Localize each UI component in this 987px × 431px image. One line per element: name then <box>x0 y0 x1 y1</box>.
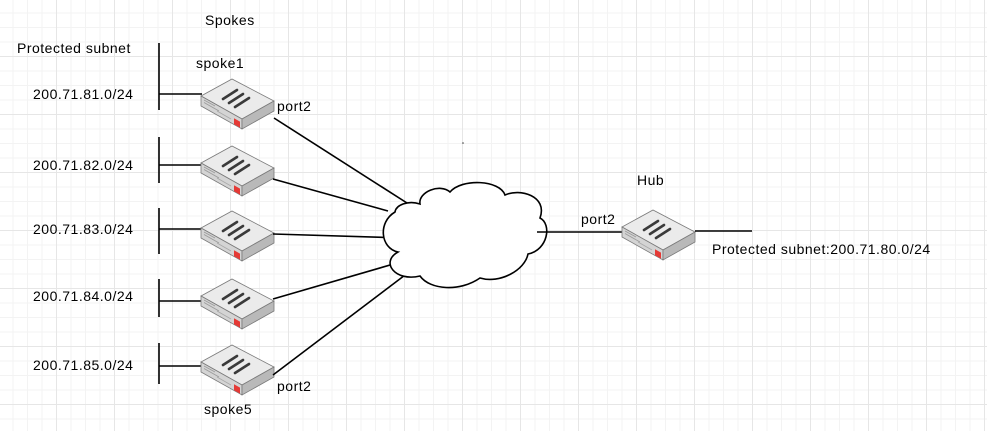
wan-link-1 <box>273 117 408 204</box>
firewall-device-icon[interactable] <box>620 208 697 262</box>
firewall-device-icon[interactable] <box>199 144 276 198</box>
spokes-title: Spokes <box>205 12 255 28</box>
wan-link-4 <box>272 262 398 300</box>
subnet-label-1: 200.71.81.0/24 <box>33 86 133 102</box>
spoke-1: 200.71.81.0/24 spoke1 port2 <box>33 43 408 204</box>
stray-dot <box>462 142 464 144</box>
spoke-port-5: port2 <box>277 378 311 394</box>
wan-link-2 <box>272 178 389 212</box>
firewall-device-icon[interactable] <box>199 343 276 397</box>
firewall-device-icon[interactable] <box>199 277 276 331</box>
hub-name: Hub <box>637 172 664 188</box>
spoke-2: 200.71.82.0/24 <box>33 137 389 212</box>
spoke-3: 200.71.83.0/24 <box>33 208 406 263</box>
subnet-label-3: 200.71.83.0/24 <box>33 221 133 237</box>
wan-link-5 <box>272 268 414 376</box>
hub-port: port2 <box>581 211 615 227</box>
spoke-4: 200.71.84.0/24 <box>33 262 398 331</box>
internet-cloud-icon <box>382 181 548 289</box>
spoke-port-1: port2 <box>277 98 311 114</box>
hub-subnet-label: Protected subnet:200.71.80.0/24 <box>712 241 931 257</box>
hub: Hub port2 Protected subnet:200.71.80.0/2… <box>537 172 931 262</box>
firewall-device-icon[interactable] <box>199 77 276 131</box>
firewall-device-icon[interactable] <box>199 209 276 263</box>
protected-subnet-header: Protected subnet <box>17 40 131 56</box>
spoke-name-1: spoke1 <box>196 55 244 71</box>
subnet-label-5: 200.71.85.0/24 <box>33 357 133 373</box>
subnet-label-4: 200.71.84.0/24 <box>33 288 133 304</box>
spoke-name-5: spoke5 <box>204 401 252 417</box>
subnet-label-2: 200.71.82.0/24 <box>33 157 133 173</box>
spoke-5: 200.71.85.0/24 port2 spoke5 <box>33 268 414 417</box>
